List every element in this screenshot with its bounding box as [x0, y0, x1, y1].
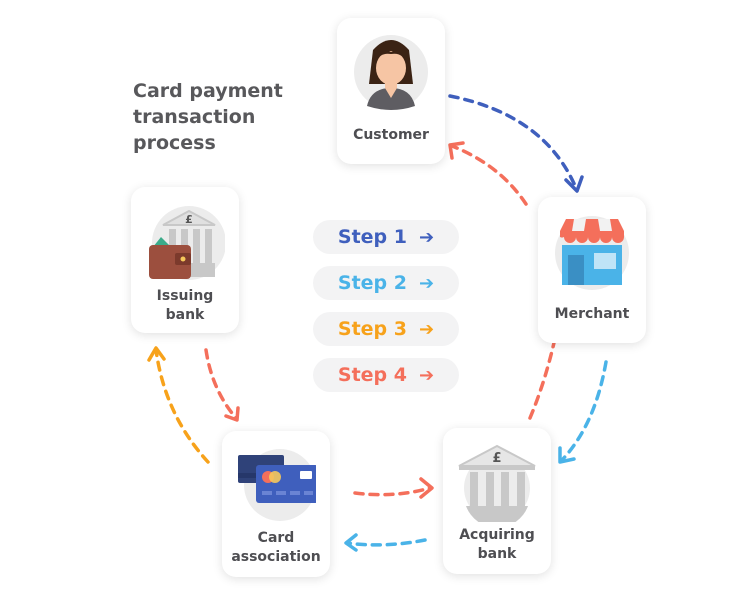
arrowhead-icon [419, 477, 434, 499]
arrowhead-icon [558, 446, 576, 464]
arrow-customer-to-merchant [448, 94, 578, 190]
merchant-node: Merchant [538, 197, 646, 343]
arrow-right-icon: ➔ [419, 318, 435, 340]
arrowhead-icon [147, 346, 166, 362]
arrow-acquiring-to-association [345, 538, 427, 547]
arrow-merchant-to-customer [450, 144, 528, 206]
merchant-label: Merchant [554, 306, 630, 322]
step-4-legend: Step 4 ➔ [313, 358, 459, 392]
customer-node: Customer [337, 18, 445, 164]
arrow-right-icon: ➔ [419, 364, 435, 386]
credit-cards-icon [238, 449, 316, 521]
arrow-issuing-to-association [204, 348, 238, 420]
arrow-association-to-acquiring [353, 486, 432, 497]
arrow-right-icon: ➔ [419, 226, 435, 248]
arrowhead-icon [344, 533, 358, 552]
step-1-label: Step 1 [337, 226, 407, 248]
customer-label: Customer [353, 127, 429, 143]
arrow-right-icon: ➔ [419, 272, 435, 294]
step-1-legend: Step 1 ➔ [313, 220, 459, 254]
step-3-label: Step 3 [337, 318, 407, 340]
arrowhead-icon [224, 406, 240, 422]
step-3-legend: Step 3 ➔ [313, 312, 459, 346]
svg-text:£: £ [185, 213, 193, 226]
svg-text:£: £ [492, 451, 501, 466]
customer-icon [354, 35, 428, 110]
bank-icon: £ [458, 444, 536, 522]
step-2-label: Step 2 [337, 272, 407, 294]
arrow-acquiring-to-merchant [528, 322, 560, 420]
arrow-association-to-issuing [154, 348, 210, 464]
store-icon [555, 216, 629, 290]
bank-wallet-icon: £ [149, 206, 225, 280]
step-2-legend: Step 2 ➔ [313, 266, 459, 300]
arrowhead-icon [448, 141, 465, 160]
step-4-label: Step 4 [337, 364, 407, 386]
arrow-merchant-to-acquiring [560, 360, 608, 462]
arrowhead-icon [564, 175, 584, 193]
page-title: Card payment transaction process [133, 80, 283, 154]
